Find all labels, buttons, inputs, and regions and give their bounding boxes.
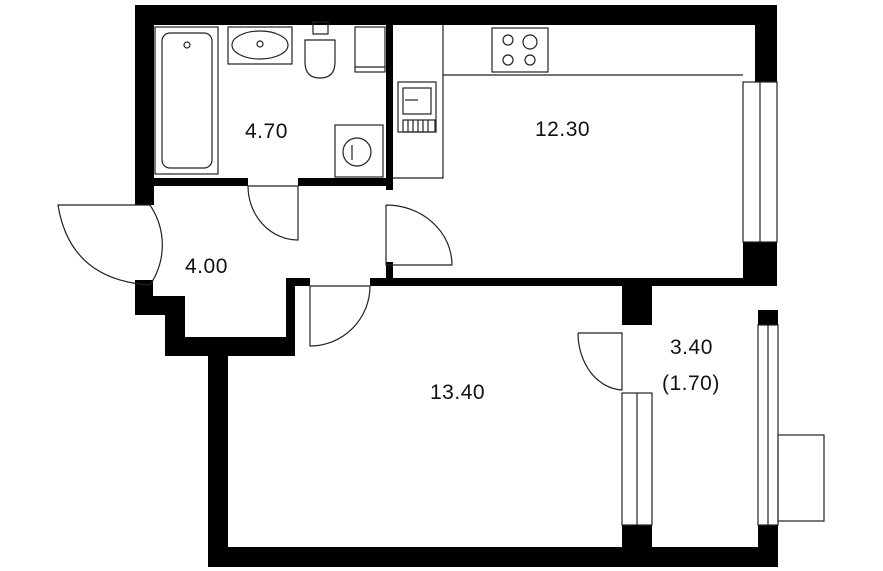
washing-machine-icon xyxy=(334,124,384,178)
bathroom-area: 4.70 xyxy=(245,120,288,143)
walls xyxy=(135,5,778,567)
kitchen-sink-icon xyxy=(397,81,437,133)
living-room-area: 13.40 xyxy=(430,381,486,404)
entrance-door xyxy=(57,204,163,286)
hallway-area: 4.00 xyxy=(185,255,228,278)
doors xyxy=(57,185,623,391)
bathtub-icon xyxy=(154,26,219,175)
loggia-ledge xyxy=(777,434,825,522)
bath-cabinet xyxy=(354,26,386,73)
kitchen-area: 12.30 xyxy=(535,118,591,141)
kitchen-door xyxy=(385,204,453,266)
loggia-door xyxy=(577,332,623,391)
sink-icon xyxy=(227,26,293,65)
loggia-area-reduced: (1.70) xyxy=(662,372,720,395)
living-door xyxy=(309,285,371,347)
fixtures xyxy=(154,21,743,179)
loggia-area: 3.40 xyxy=(670,336,713,359)
cooktop-icon xyxy=(491,27,549,73)
windows xyxy=(621,81,825,526)
bathroom-door xyxy=(247,185,299,241)
toilet-icon xyxy=(304,21,336,79)
kitchen-counter xyxy=(393,25,743,179)
